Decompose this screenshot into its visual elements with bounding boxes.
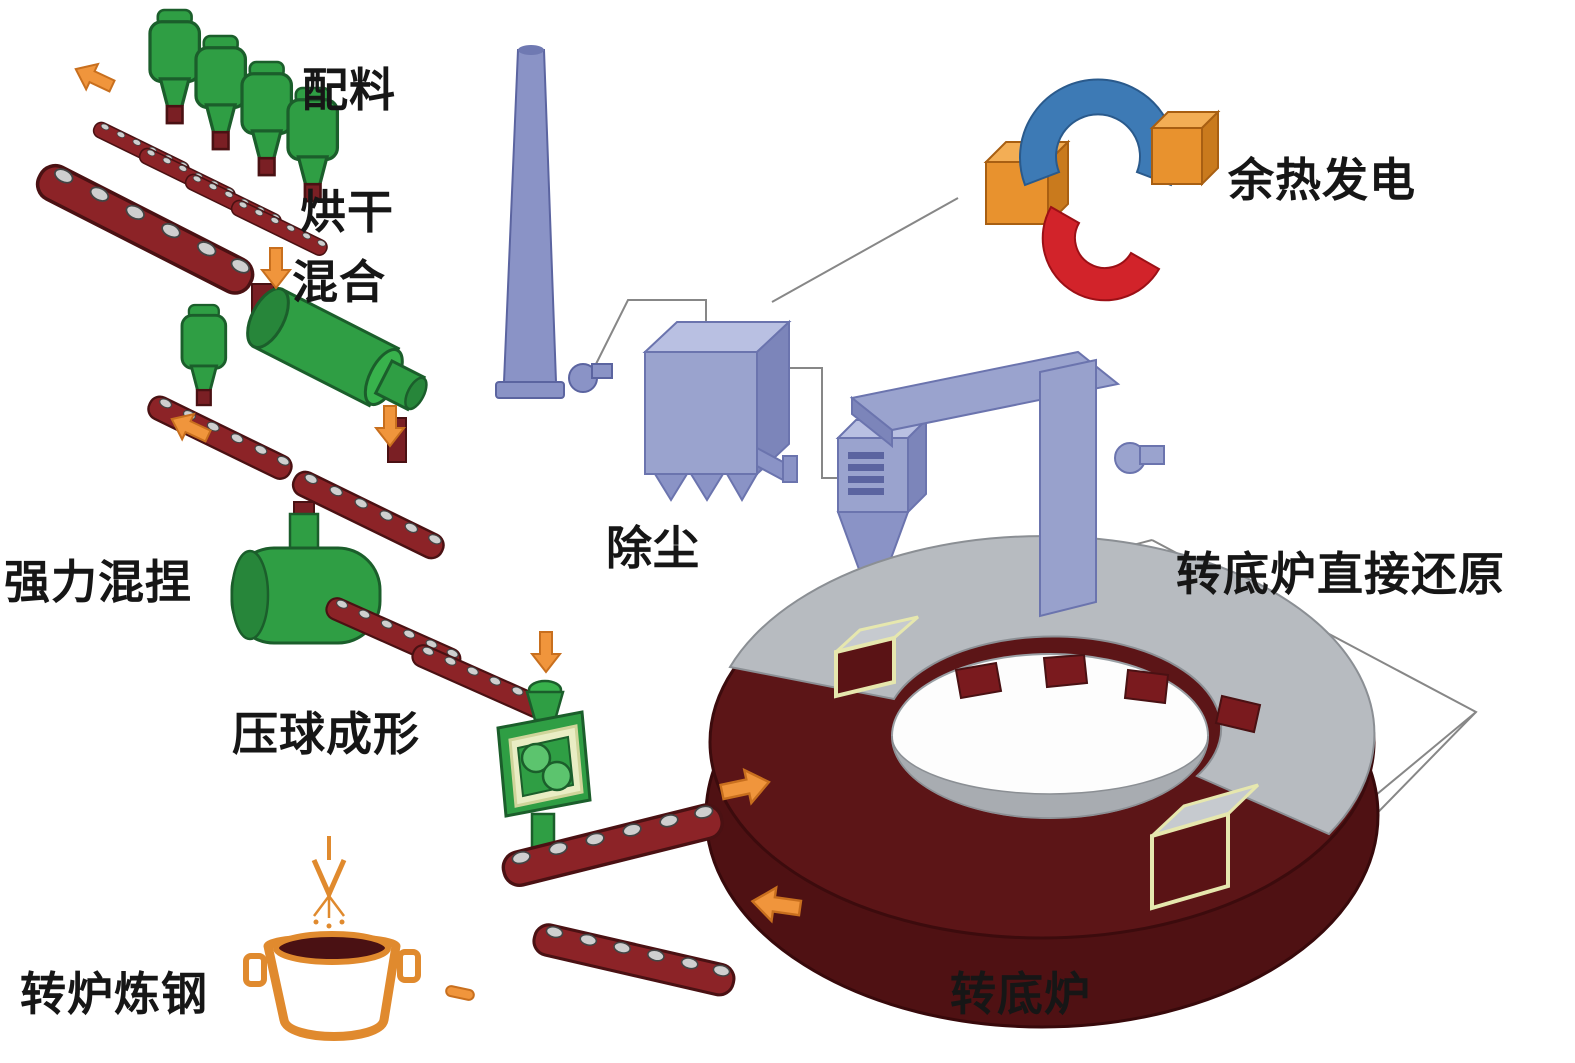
label-converter: 转炉炼钢 (20, 969, 208, 1020)
furnace-roof (728, 535, 1376, 836)
dust-outlet-stub (782, 455, 798, 483)
ladle-trunnion (397, 949, 421, 983)
feed-hopper (148, 8, 202, 125)
feed-hopper (194, 34, 248, 151)
ladle-spark (313, 919, 319, 925)
chimney (495, 45, 613, 399)
furnace-window (1214, 694, 1262, 734)
conveyor-belt (143, 391, 297, 484)
furnace-door-left (834, 635, 896, 699)
conveyor-belt (30, 158, 261, 301)
flow-arrows (68, 55, 804, 1001)
flow-arrow (68, 55, 119, 100)
converter-ladle (243, 836, 421, 1041)
generator-block-right (1151, 127, 1203, 185)
kneader-end (230, 549, 270, 641)
duct-column (1039, 358, 1097, 618)
label-dedusting: 除尘 (606, 523, 700, 574)
cyclone-side (907, 417, 927, 515)
ladle-trunnion (243, 953, 267, 987)
label-batching: 配料 (302, 65, 396, 116)
briquetter-roller (541, 760, 573, 792)
furnace-window (954, 661, 1003, 700)
conveyor-belt (529, 920, 739, 1000)
feed-hopper (240, 60, 294, 177)
ladle-melt (273, 931, 391, 965)
briquetter-roller (520, 742, 552, 774)
cyclone-louver (848, 452, 884, 459)
briquetting-station (496, 679, 739, 1000)
dust-hopper (725, 473, 759, 503)
furnace-door-right (1150, 811, 1230, 911)
cyclone-front (837, 437, 909, 513)
furnace-window (1123, 668, 1170, 705)
label-briquetting: 压球成形 (232, 709, 420, 760)
flow-arrow (261, 247, 291, 289)
cyclone-louver (848, 464, 884, 471)
kneading-station (230, 501, 551, 722)
rotary-dryer (246, 287, 428, 412)
label-waste-heat: 余热发电 (1228, 155, 1416, 206)
duct-beam-end (851, 395, 893, 449)
waste-heat-generator (983, 78, 1221, 302)
dust-hopper (689, 473, 725, 502)
ladle-spark (339, 919, 345, 925)
dust-collector (642, 319, 798, 503)
generator-red-ring (1041, 205, 1161, 302)
flue-line-chimney (593, 299, 707, 369)
chimney-body (502, 49, 558, 383)
flue-duct-column (1039, 358, 1165, 618)
dust-hopper (653, 473, 689, 502)
label-drying-line1: 烘干 (300, 187, 394, 238)
flue-line-cyclone (788, 367, 840, 479)
dust-collector-front (644, 351, 758, 475)
flow-dash (445, 985, 475, 1001)
label-kneading: 强力混捏 (4, 557, 192, 608)
cyclone-louver (848, 476, 884, 483)
flue-line-generator (771, 197, 959, 303)
dust-collector-side (756, 319, 790, 477)
furnace-inner-wall (891, 735, 1209, 819)
ladle-funnel (311, 858, 347, 901)
fan-outlet (591, 363, 613, 379)
label-drying-line2: 混合 (292, 257, 386, 308)
ladle-spark (326, 923, 332, 929)
label-rhf-reduction: 转底炉直接还原 (1176, 549, 1505, 600)
flow-arrow (531, 631, 561, 673)
feed-hopper (180, 303, 228, 407)
cyclone-louver (848, 488, 884, 495)
conveyor-belt (408, 640, 551, 722)
chimney-base (495, 381, 565, 399)
furnace-window (1042, 653, 1089, 689)
label-rhf: 转底炉 (950, 969, 1091, 1020)
rotary-hearth-furnace (704, 535, 1380, 1029)
ladle-spray (313, 895, 345, 918)
chimney-top (518, 45, 544, 55)
duct-fan-outlet (1139, 445, 1165, 465)
